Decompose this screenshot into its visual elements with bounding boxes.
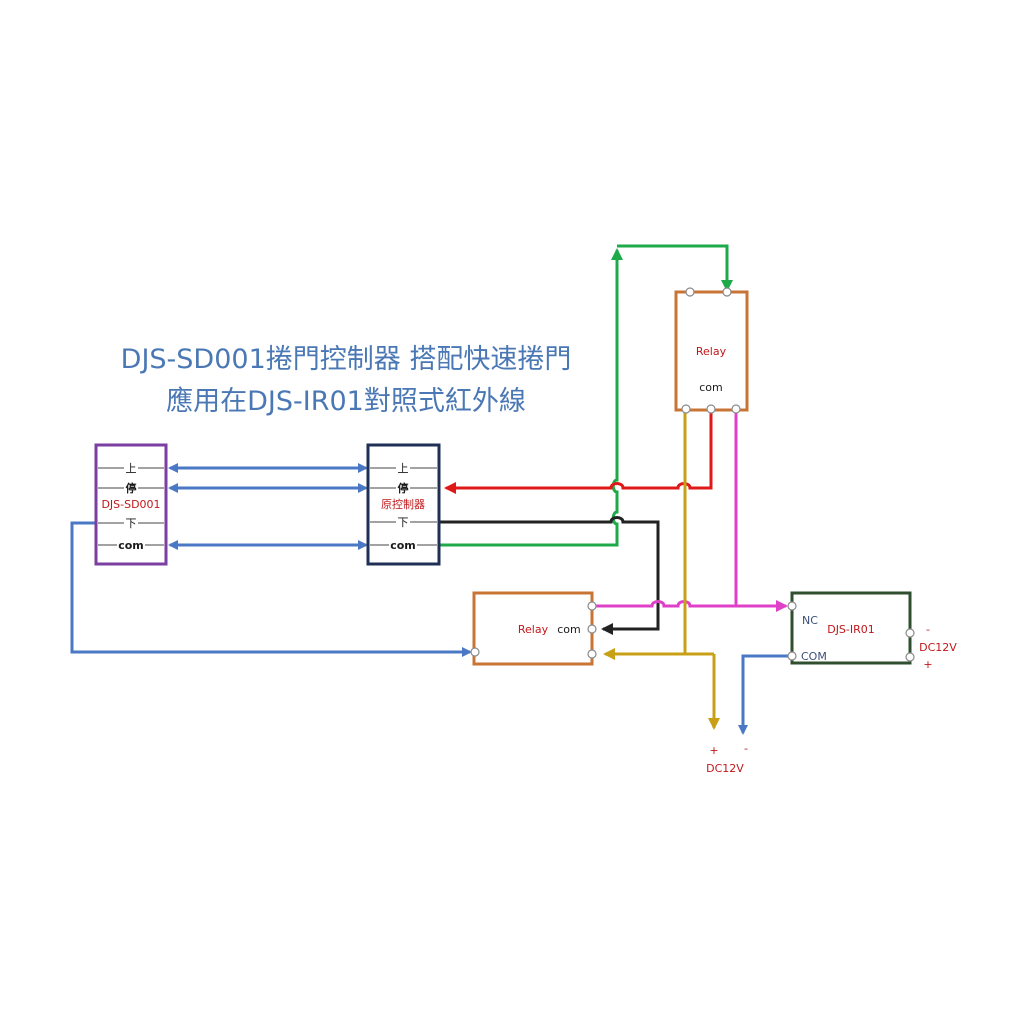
sd001-stop-label: 停 — [126, 481, 137, 495]
wire-ir-com-to-minus — [738, 654, 790, 735]
orig-up-label: 上 — [398, 462, 409, 475]
ir01-terminal — [787, 601, 797, 611]
ir01-minus: - — [926, 623, 930, 636]
title-line-2: 應用在DJS-IR01對照式紅外線 — [166, 386, 526, 417]
supply-label: DC12V — [706, 762, 744, 775]
ir01-plus: + — [923, 658, 932, 671]
ir01-terminal — [905, 628, 915, 638]
ir01-name: DJS-IR01 — [827, 623, 875, 636]
ir01-terminal — [787, 651, 797, 661]
sd001-module: 上 停 DJS-SD001 下 com — [94, 443, 168, 566]
relay-top-terminal — [681, 404, 691, 414]
title-line-1: DJS-SD001捲門控制器 搭配快速捲門 — [121, 344, 572, 375]
wire-magenta-nc — [734, 410, 788, 612]
relay-top-terminal — [685, 287, 695, 297]
wire-down-to-relay — [70, 521, 472, 657]
ir01-terminal — [905, 652, 915, 662]
relay-bottom-terminal — [587, 624, 597, 634]
relay-top-com: com — [699, 381, 723, 394]
wire-black-down — [440, 516, 660, 635]
orig-stop-label: 停 — [398, 481, 409, 495]
supply-minus: - — [744, 742, 748, 755]
ir01-module: NC DJS-IR01 COM - DC12V + — [787, 591, 957, 671]
ir01-nc-label: NC — [802, 614, 818, 627]
supply-plus: + — [709, 744, 718, 757]
dc12v-supply: + - DC12V — [706, 742, 748, 775]
orig-down-label: 下 — [398, 516, 409, 529]
sd001-com-label: com — [118, 539, 144, 552]
relay-bottom-terminal — [587, 649, 597, 659]
orig-name: 原控制器 — [381, 497, 425, 511]
original-controller: 上 停 原控制器 下 com — [366, 443, 441, 566]
wire-red-stop — [444, 410, 713, 494]
relay-top-terminal — [722, 287, 732, 297]
ir01-com-label: COM — [801, 650, 827, 663]
relay-bottom-terminal — [587, 601, 597, 611]
wire-magenta-relay — [593, 600, 736, 608]
wire-green-com — [440, 248, 623, 547]
relay-bottom-com: com — [557, 623, 581, 636]
relay-bottom-name: Relay — [518, 623, 549, 636]
relay-bottom-terminal — [470, 647, 480, 657]
orig-com-label: com — [390, 539, 416, 552]
relay-top-terminal — [706, 404, 716, 414]
ir01-power-label: DC12V — [919, 641, 957, 654]
sd001-name: DJS-SD001 — [101, 498, 160, 511]
relay-top: Relay com — [674, 287, 749, 414]
sd001-down-label: 下 — [126, 517, 137, 530]
relay-top-terminal — [731, 404, 741, 414]
sd001-up-label: 上 — [126, 462, 137, 475]
wire-green-top — [617, 244, 733, 292]
relay-bottom: Relay com — [470, 591, 597, 666]
relay-top-name: Relay — [696, 345, 727, 358]
